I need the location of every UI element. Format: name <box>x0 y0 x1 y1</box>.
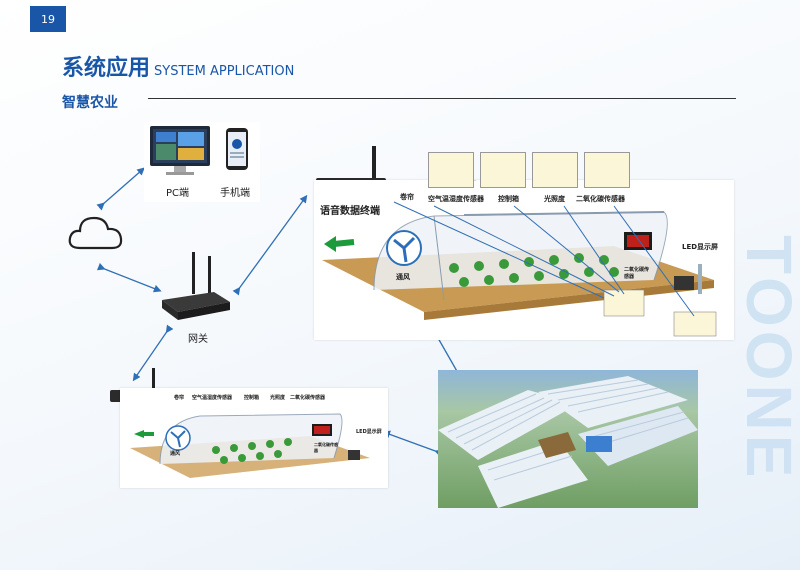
gh-small-label-rollup: 卷帘 <box>174 395 185 401</box>
gh-main-label-control-box: 控制箱 <box>498 195 519 203</box>
gh-small-label-light: 光照度 <box>270 395 286 401</box>
greenhouse-main-diagram: 语音数据终端 <box>314 180 734 340</box>
gh-main-label-led: LED显示屏 <box>682 243 719 251</box>
gh-small-label-led: LED显示屏 <box>356 429 382 435</box>
cloud-icon <box>68 216 123 250</box>
brand-watermark: TOONE <box>733 235 800 482</box>
link-cloud-gateway <box>96 262 162 293</box>
title-en: SYSTEM APPLICATION <box>154 64 295 79</box>
pc-label: PC端 <box>166 188 190 199</box>
greenhouse-small-diagram: 卷帘 空气温湿度传感器 控制箱 光照度 二氧化碳传感器 通风 LED显示屏 二氧… <box>120 388 388 488</box>
gh-main-label-ventilation: 通风 <box>396 273 410 281</box>
greenhouse-park-aerial-image <box>438 370 698 508</box>
gh-small-label-ventilation: 通风 <box>170 451 181 457</box>
mobile-label: 手机端 <box>220 188 250 199</box>
greenhouse-park-illustration <box>438 376 698 508</box>
client-devices-card: PC端 手机端 <box>144 122 260 202</box>
gh-main-label-co2-2: 二氧化碳传感器 <box>624 267 650 280</box>
header-divider <box>148 98 736 99</box>
link-gateway-small-terminal <box>132 324 174 382</box>
monitor-icon <box>150 126 248 175</box>
gh-small-label-co2-2: 二氧化碳传感器 <box>314 442 338 453</box>
link-cloud-pc <box>96 167 145 211</box>
gateway-label: 网关 <box>188 334 208 345</box>
gateway-router-icon <box>162 252 230 320</box>
greenhouse-main-illustration <box>322 180 717 337</box>
gh-main-label-co2: 二氧化碳传感器 <box>576 195 625 203</box>
greenhouse-small-illustration <box>130 413 370 478</box>
link-aerial-small <box>382 430 444 458</box>
gh-small-label-co2: 二氧化碳传感器 <box>290 395 326 401</box>
section-title: 智慧农业 <box>62 95 118 111</box>
page-number: 19 <box>30 6 66 32</box>
voice-terminal-label: 语音数据终端 <box>320 206 380 217</box>
title-cn: 系统应用 <box>62 56 151 81</box>
gh-main-label-rollup: 卷帘 <box>400 193 414 201</box>
link-gateway-terminal <box>232 194 308 296</box>
gh-main-label-light: 光照度 <box>544 195 565 203</box>
gh-main-label-air-sensor: 空气温湿度传感器 <box>428 195 484 203</box>
gh-small-label-control-box: 控制箱 <box>244 395 260 401</box>
gh-small-label-air-sensor: 空气温湿度传感器 <box>192 395 233 401</box>
